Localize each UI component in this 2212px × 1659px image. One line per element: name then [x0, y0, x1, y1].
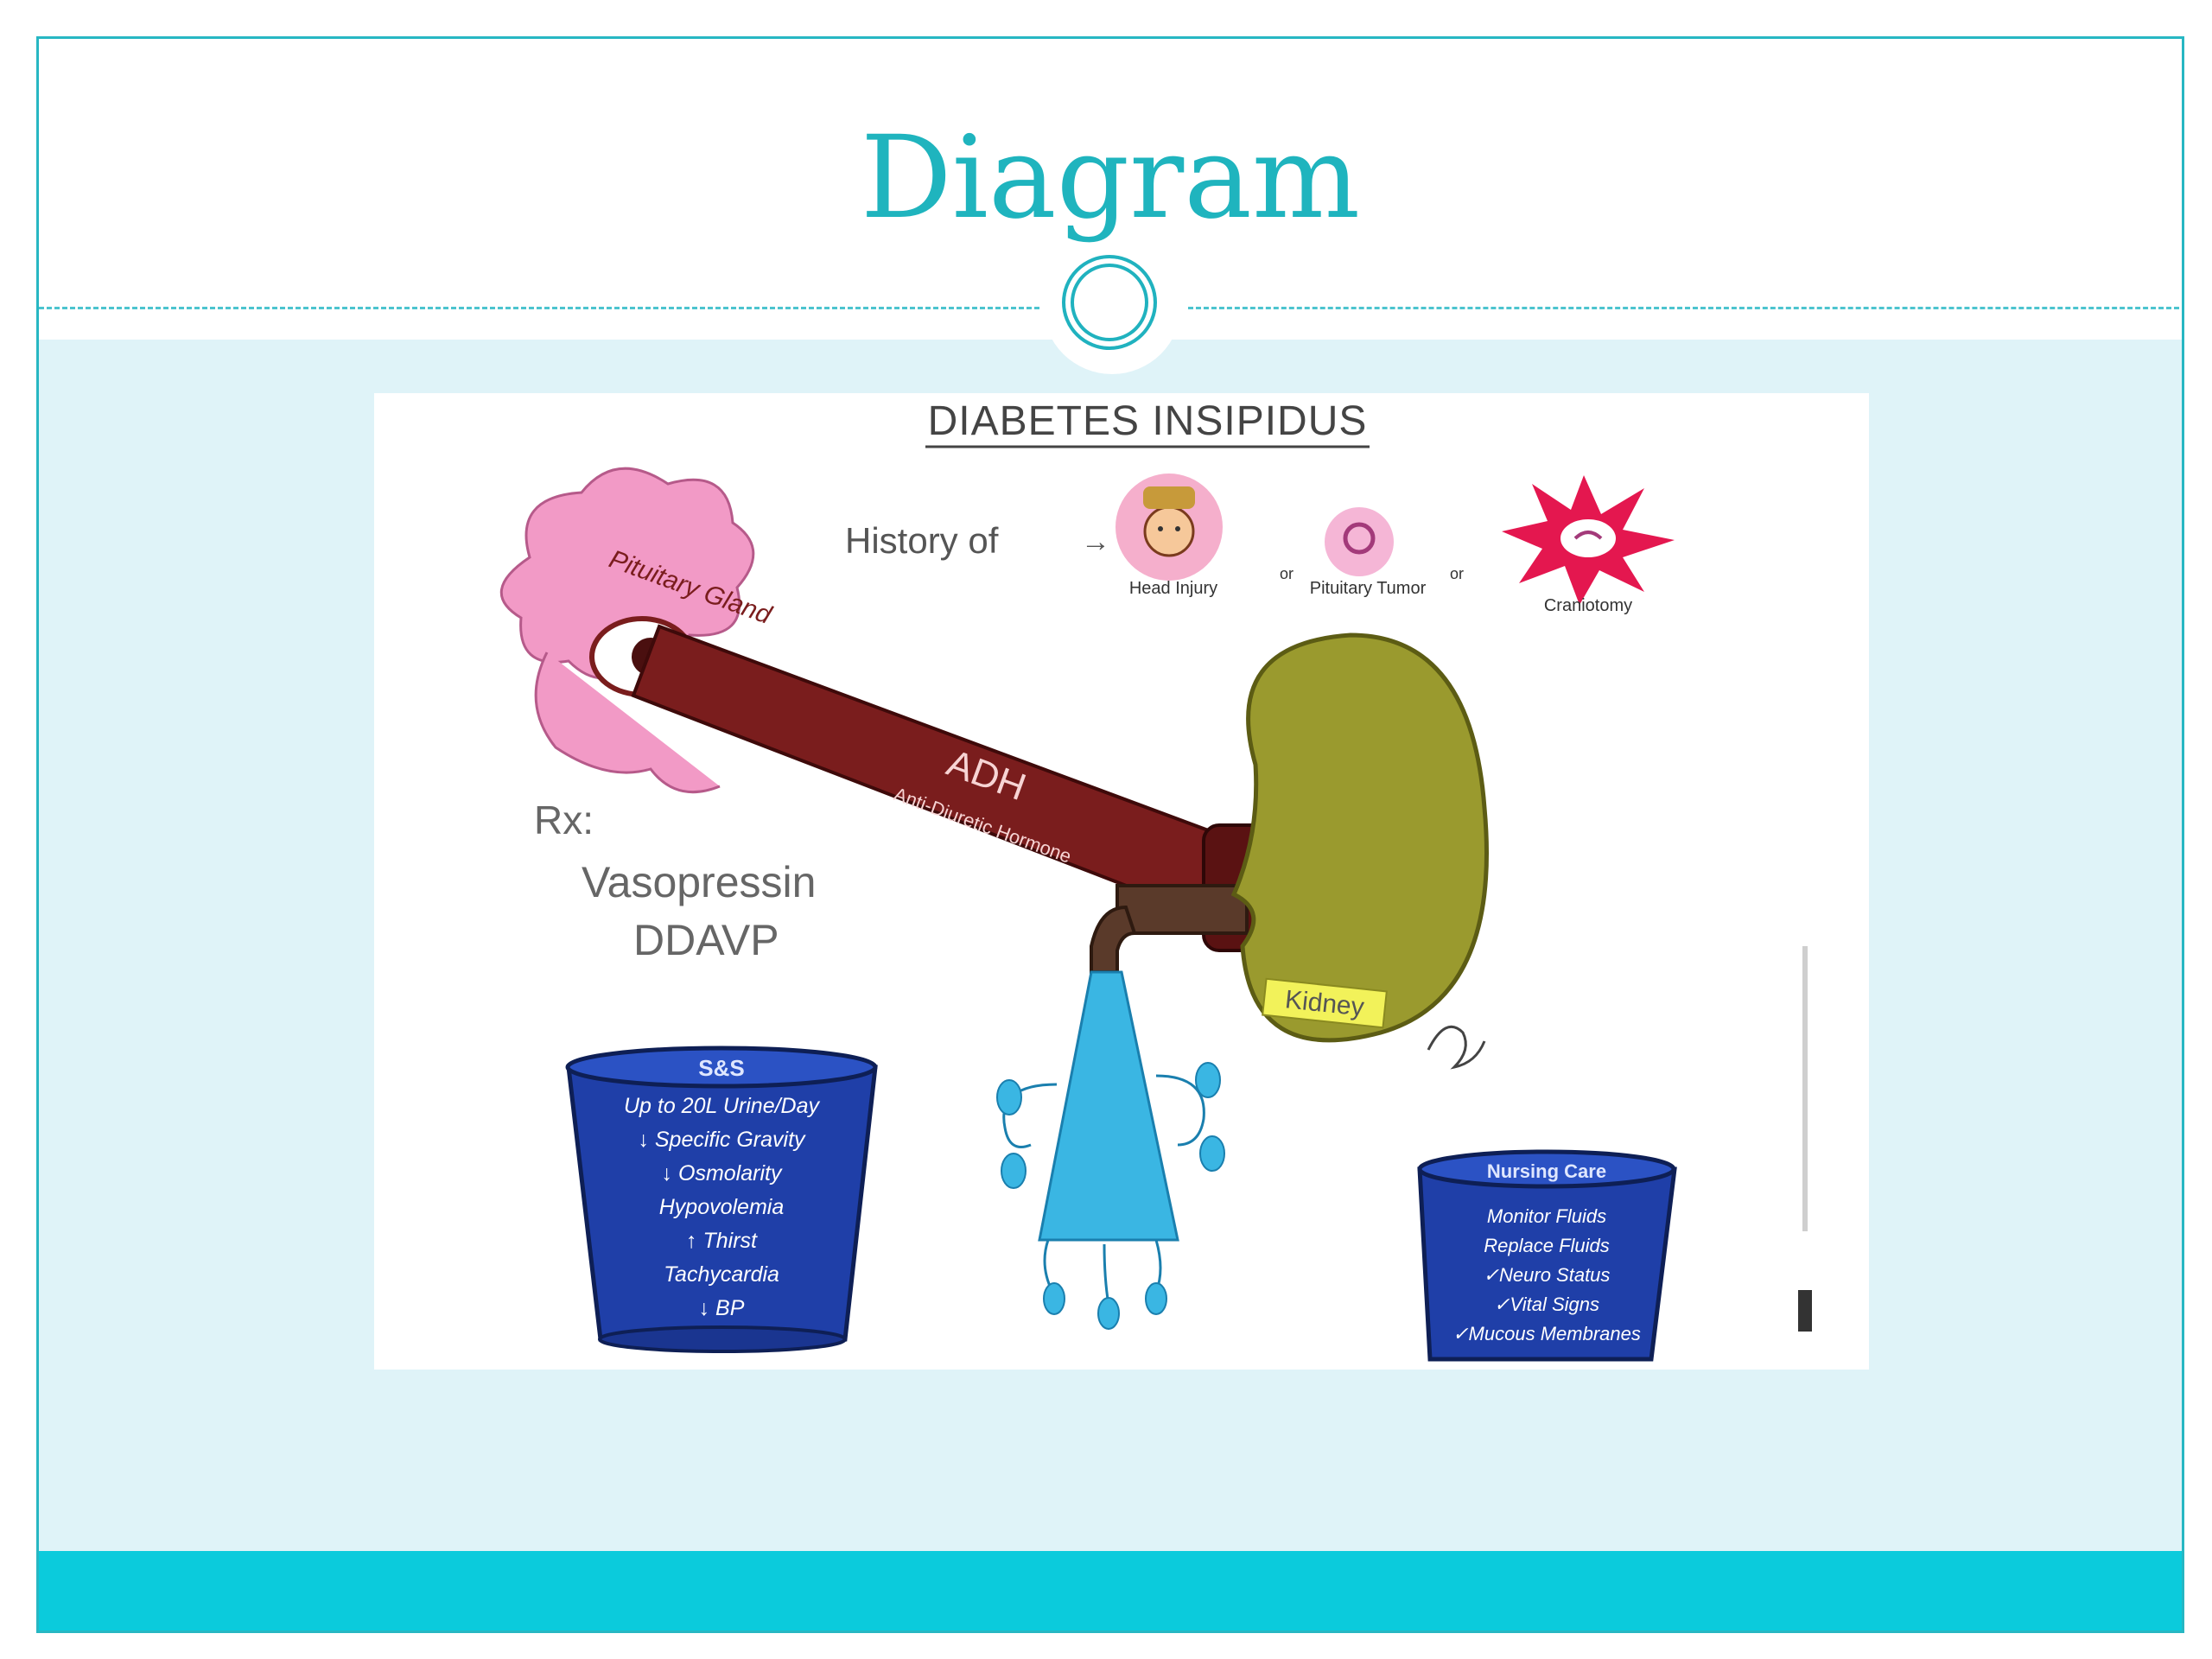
or-word-1: or	[1280, 565, 1294, 582]
signs-line: ↓ Specific Gravity	[638, 1128, 806, 1152]
slide: Diagram DIABETES INSIPIDUS History of → …	[36, 36, 2184, 1633]
treatment-item-2: DDAVP	[633, 916, 779, 964]
kidney	[1230, 632, 1489, 1043]
adh-pipe	[631, 624, 1300, 974]
illustration-title: DIABETES INSIPIDUS	[928, 398, 1368, 444]
care-line: ✓Mucous Membranes	[1452, 1323, 1641, 1344]
illustration-canvas: DIABETES INSIPIDUS History of → Head Inj…	[499, 398, 1812, 1362]
care-line: Replace Fluids	[1484, 1235, 1610, 1256]
title-divider-right	[1188, 307, 2182, 309]
signs-line: Hypovolemia	[659, 1195, 785, 1219]
signs-line: Up to 20L Urine/Day	[624, 1094, 821, 1118]
cause-craniotomy: Craniotomy	[1544, 596, 1632, 615]
footer-band	[39, 1551, 2182, 1630]
slide-title: Diagram	[860, 111, 1361, 245]
care-lines: Monitor Fluids Replace Fluids ✓Neuro Sta…	[1452, 1205, 1641, 1344]
care-line: ✓Neuro Status	[1484, 1264, 1611, 1286]
care-heading: Nursing Care	[1487, 1160, 1606, 1182]
vertical-credit-mark	[1802, 946, 1808, 1231]
signs-line: ↑ Thirst	[686, 1229, 758, 1253]
or-word-2: or	[1450, 565, 1464, 582]
kidney-label-box	[1262, 977, 1388, 1029]
divider-circle-ring	[1062, 255, 1157, 350]
divider-circle-ornament	[1052, 245, 1173, 365]
title-divider-left	[39, 307, 1039, 309]
signs-bucket	[565, 1046, 878, 1353]
head-injury-icon	[1116, 474, 1223, 581]
signs-heading: S&S	[698, 1055, 744, 1081]
signs-line: Tachycardia	[664, 1262, 779, 1287]
signs-lines: Up to 20L Urine/Day ↓ Specific Gravity ↓…	[624, 1094, 821, 1320]
care-line: Monitor Fluids	[1487, 1205, 1606, 1227]
signs-line: ↓ Osmolarity	[662, 1161, 783, 1185]
treatment-item-1: Vasopressin	[582, 858, 816, 906]
pituitary-tumor-icon	[1325, 507, 1394, 576]
cause-head-injury: Head Injury	[1129, 579, 1217, 598]
credit-logo-icon	[1798, 1290, 1812, 1332]
signs-line: ↓ BP	[699, 1296, 745, 1320]
diabetes-insipidus-illustration: DIABETES INSIPIDUS History of → Head Inj…	[374, 393, 1869, 1370]
history-label: History of	[845, 520, 999, 561]
craniotomy-icon	[1502, 475, 1675, 605]
care-line: ✓Vital Signs	[1494, 1294, 1599, 1315]
artist-signature	[1427, 1025, 1486, 1070]
water-stream	[996, 970, 1225, 1330]
arrow-right-icon: →	[1081, 525, 1110, 558]
treatment-heading: Rx:	[534, 798, 594, 842]
cause-pituitary-tumor: Pituitary Tumor	[1310, 579, 1427, 598]
pituitary-gland	[499, 467, 755, 794]
nursing-care-bucket	[1417, 1149, 1677, 1362]
